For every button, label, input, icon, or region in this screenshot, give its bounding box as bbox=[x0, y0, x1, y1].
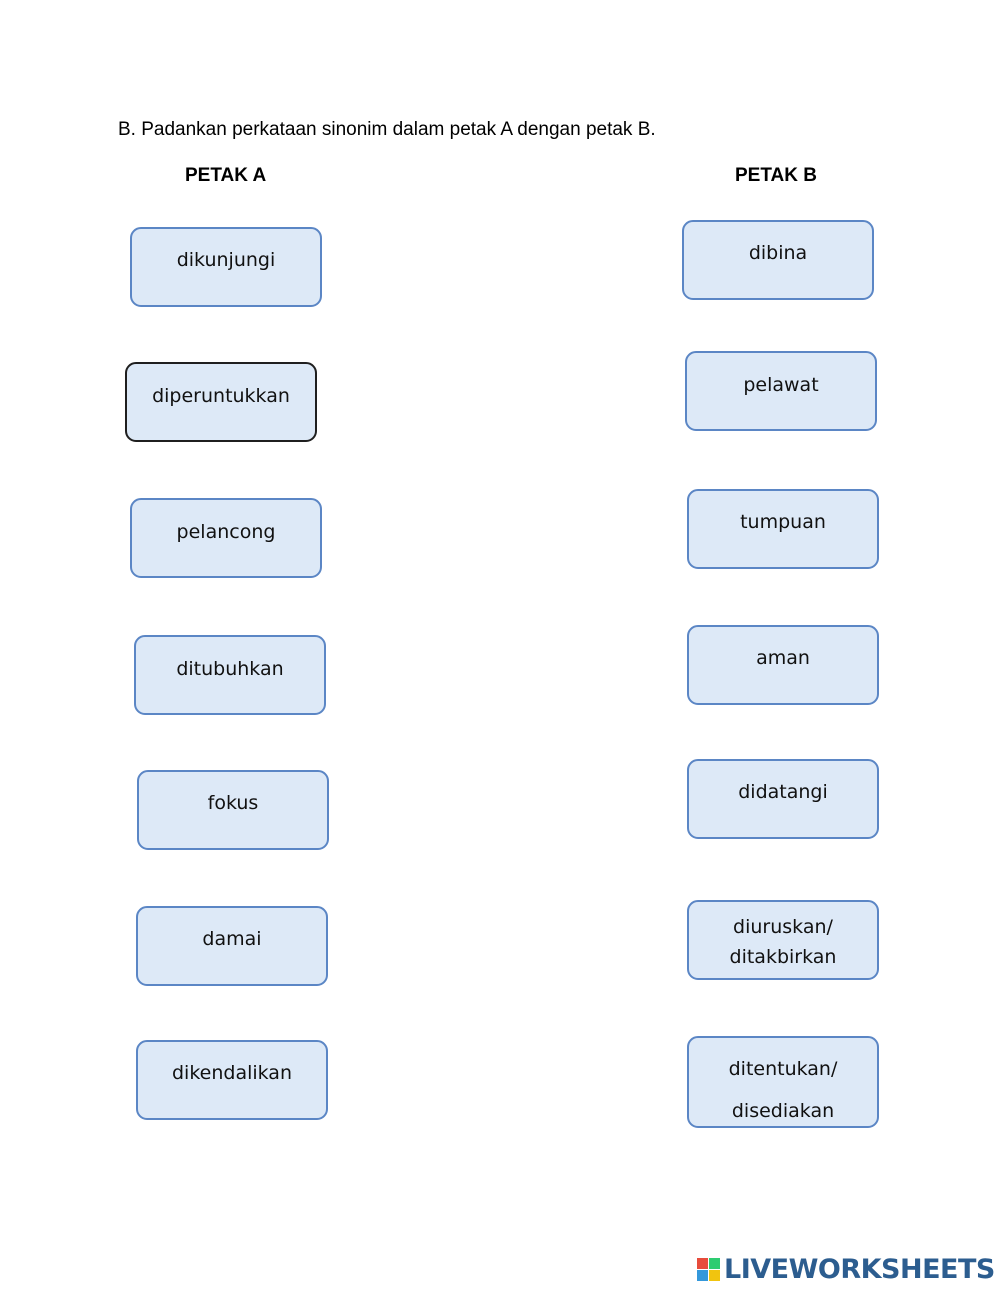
petak-b-label: didatangi bbox=[738, 781, 828, 803]
petak-b-heading: PETAK B bbox=[735, 165, 817, 186]
petak-a-box-ditubuhkan[interactable]: ditubuhkan bbox=[134, 635, 326, 715]
petak-a-label: pelancong bbox=[176, 521, 276, 543]
petak-b-box-tumpuan[interactable]: tumpuan bbox=[687, 489, 879, 569]
petak-b-label: dibina bbox=[748, 242, 808, 264]
petak-a-label: ditubuhkan bbox=[176, 658, 284, 680]
petak-b-box-dibina[interactable]: dibina bbox=[682, 220, 874, 300]
petak-a-box-damai[interactable]: damai bbox=[136, 906, 328, 986]
logo-text: LIVEWORKSHEETS bbox=[724, 1254, 995, 1285]
petak-a-box-pelancong[interactable]: pelancong bbox=[130, 498, 322, 578]
petak-b-label-line1: ditentukan/ bbox=[728, 1058, 838, 1080]
petak-a-heading: PETAK A bbox=[185, 165, 267, 186]
petak-b-box-ditentukan[interactable]: ditentukan/ disediakan bbox=[687, 1036, 879, 1128]
petak-b-box-pelawat[interactable]: pelawat bbox=[685, 351, 877, 431]
liveworksheets-mark-icon bbox=[697, 1258, 720, 1281]
petak-b-label-line1: diuruskan/ bbox=[733, 916, 833, 938]
petak-b-label-line2: disediakan bbox=[731, 1100, 835, 1122]
instruction-text: B. Padankan perkataan sinonim dalam peta… bbox=[118, 119, 656, 140]
petak-b-box-didatangi[interactable]: didatangi bbox=[687, 759, 879, 839]
petak-b-label: pelawat bbox=[743, 374, 819, 396]
petak-a-box-fokus[interactable]: fokus bbox=[137, 770, 329, 850]
liveworksheets-logo: LIVEWORKSHEETS bbox=[697, 1254, 995, 1285]
petak-b-label: aman bbox=[756, 647, 810, 669]
petak-a-label: dikendalikan bbox=[171, 1062, 292, 1084]
petak-a-label: damai bbox=[202, 928, 262, 950]
petak-b-box-diuruskan[interactable]: diuruskan/ ditakbirkan bbox=[687, 900, 879, 980]
petak-b-label: tumpuan bbox=[740, 511, 826, 533]
petak-a-label: diperuntukkan bbox=[152, 385, 290, 407]
petak-b-box-aman[interactable]: aman bbox=[687, 625, 879, 705]
petak-a-box-dikunjungi[interactable]: dikunjungi bbox=[130, 227, 322, 307]
petak-a-label: dikunjungi bbox=[176, 249, 276, 271]
petak-a-box-diperuntukkan[interactable]: diperuntukkan bbox=[125, 362, 317, 442]
petak-a-label: fokus bbox=[207, 792, 259, 814]
petak-b-label-line2: ditakbirkan bbox=[729, 946, 837, 968]
petak-a-box-dikendalikan[interactable]: dikendalikan bbox=[136, 1040, 328, 1120]
